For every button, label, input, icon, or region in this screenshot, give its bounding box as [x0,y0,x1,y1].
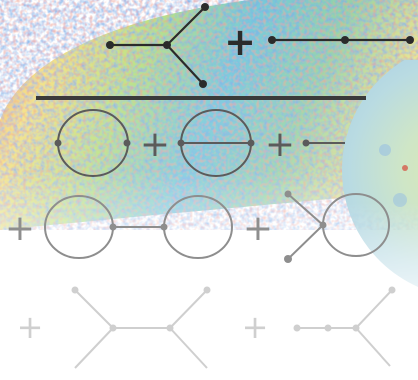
plus-sign-row2b: + [265,124,295,165]
plus-sign-row1: + [224,20,256,64]
double-vertex-tree-diagram [71,286,211,369]
plus-sign-row2a: + [140,124,170,165]
vertex-with-loop-diagram [284,190,390,263]
tadpole-start-diagram [302,139,345,147]
plus-sign-row4a: + [17,308,44,346]
plus-sign-row4b: + [242,308,269,346]
double-loop-chain-diagram [44,195,233,259]
plus-sign-row3b: + [243,208,273,249]
loop-with-legs-diagram [54,109,131,177]
chain-with-branch-diagram [293,286,396,367]
three-point-chain-diagram [268,36,414,44]
cmb-sky-map [0,0,418,230]
row-loops-a [54,109,131,177]
sunset-loop-diagram [177,109,255,177]
cmb-sphere [342,53,418,287]
row-tree-level [106,3,209,88]
trivalent-vertex-diagram [106,3,209,88]
fraction-divider [36,96,366,100]
plus-sign-row3a: + [5,208,35,249]
